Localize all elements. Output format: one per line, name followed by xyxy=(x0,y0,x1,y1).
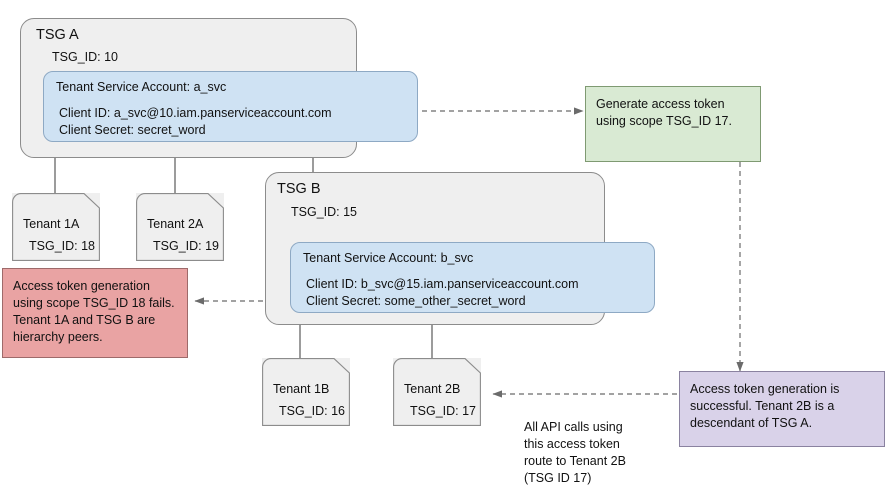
tenant-1b-shape xyxy=(262,358,350,426)
tenant-2a-tsg-id: TSG_ID: 19 xyxy=(153,239,219,253)
tsg-a-service-account-card[interactable]: Tenant Service Account: a_svc Client ID:… xyxy=(43,71,418,142)
tenant-1b-name: Tenant 1B xyxy=(273,382,330,396)
tenant-2a-shape xyxy=(136,193,224,261)
note-token-success-text: Access token generation is successful. T… xyxy=(690,382,840,430)
tsg-b-service-account-card[interactable]: Tenant Service Account: b_svc Client ID:… xyxy=(290,242,655,313)
tenant-1a-name: Tenant 1A xyxy=(23,217,80,231)
note-token-success[interactable]: Access token generation is successful. T… xyxy=(679,371,885,447)
tsg-a-client-secret: Client Secret: secret_word xyxy=(59,123,206,137)
tenant-1a-tsg-id: TSG_ID: 18 xyxy=(29,239,95,253)
tenant-node-2a[interactable]: Tenant 2A TSG_ID: 19 xyxy=(136,193,224,261)
note-generate-token[interactable]: Generate access token using scope TSG_ID… xyxy=(585,86,761,162)
tsg-b-client-secret: Client Secret: some_other_secret_word xyxy=(306,294,526,308)
tenant-2a-name: Tenant 2A xyxy=(147,217,204,231)
tsg-b-service-account-name: Tenant Service Account: b_svc xyxy=(303,251,474,265)
tenant-2b-shape xyxy=(393,358,481,426)
tenant-node-1a[interactable]: Tenant 1A TSG_ID: 18 xyxy=(12,193,100,261)
tsg-a-title: TSG A xyxy=(36,27,79,43)
tenant-1a-shape xyxy=(12,193,100,261)
caption-api-routing: All API calls using this access token ro… xyxy=(524,420,626,485)
tsg-b-client-id: Client ID: b_svc@15.iam.panserviceaccoun… xyxy=(306,276,579,291)
tenant-2b-tsg-id: TSG_ID: 17 xyxy=(410,404,476,418)
tsg-a-tsg-id: TSG_ID: 10 xyxy=(52,50,118,64)
tenant-2b-name: Tenant 2B xyxy=(404,382,461,396)
note-token-failure[interactable]: Access token generation using scope TSG_… xyxy=(2,268,188,358)
note-token-failure-text: Access token generation using scope TSG_… xyxy=(13,279,175,344)
tenant-node-1b[interactable]: Tenant 1B TSG_ID: 16 xyxy=(262,358,350,426)
note-generate-token-text: Generate access token using scope TSG_ID… xyxy=(596,97,732,128)
tenant-node-2b[interactable]: Tenant 2B TSG_ID: 17 xyxy=(393,358,481,426)
tsg-a-client-id: Client ID: a_svc@10.iam.panserviceaccoun… xyxy=(59,105,332,120)
tsg-b-title: TSG B xyxy=(277,181,321,197)
tsg-b-tsg-id: TSG_ID: 15 xyxy=(291,205,357,219)
tenant-1b-tsg-id: TSG_ID: 16 xyxy=(279,404,345,418)
tsg-a-service-account-name: Tenant Service Account: a_svc xyxy=(56,80,227,94)
